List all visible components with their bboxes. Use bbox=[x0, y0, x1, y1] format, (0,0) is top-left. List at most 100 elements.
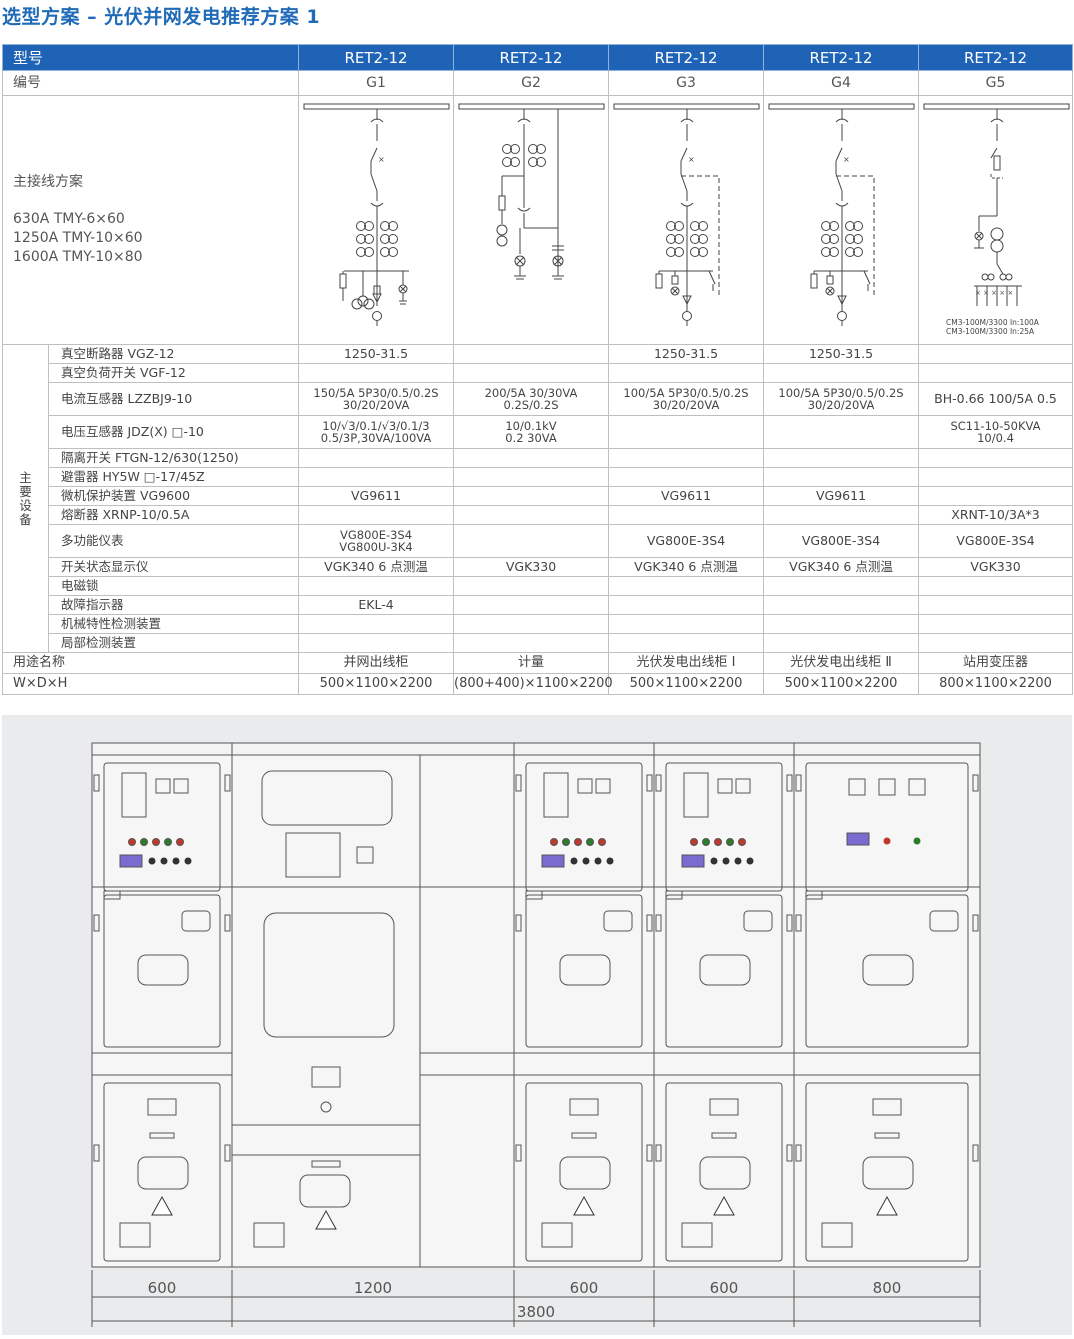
equipment-value bbox=[918, 614, 1074, 634]
instrument-door bbox=[805, 762, 969, 892]
equipment-value bbox=[453, 467, 610, 487]
hinge bbox=[515, 1144, 522, 1162]
equipment-name: 故障指示器 bbox=[47, 595, 300, 615]
equipment-row: 电磁锁 bbox=[3, 576, 1074, 596]
lock-panel bbox=[821, 1222, 853, 1248]
equipment-name: 机械特性检测装置 bbox=[47, 614, 300, 634]
instrument-door bbox=[525, 762, 643, 892]
breaker-door bbox=[665, 894, 783, 1048]
equipment-value bbox=[298, 363, 455, 383]
number-cell: G2 bbox=[453, 70, 610, 96]
size-row-cell: 800×1100×2200 bbox=[918, 673, 1074, 695]
lock-panel bbox=[253, 1222, 285, 1248]
nameplate bbox=[805, 890, 823, 900]
number-cell: G3 bbox=[608, 70, 765, 96]
hinge bbox=[972, 1144, 979, 1162]
equipment-value bbox=[918, 633, 1074, 653]
indicator-lamp bbox=[913, 837, 921, 845]
equipment-value bbox=[763, 467, 920, 487]
equipment-row: 机械特性检测装置 bbox=[3, 614, 1074, 634]
model-row: 型号 RET2-12 RET2-12 RET2-12 RET2-12 RET2-… bbox=[1, 44, 1074, 71]
equipment-value: 100/5A 5P30/0.5/0.2S 30/20/20VA bbox=[608, 382, 765, 416]
main-equipment-label-text: 主要设备 bbox=[19, 469, 32, 527]
hinge bbox=[93, 1144, 100, 1162]
equipment-value: 200/5A 30/30VA 0.2S/0.2S bbox=[453, 382, 610, 416]
equipment-value: VG800E-3S4 bbox=[918, 524, 1074, 558]
equipment-name: 开关状态显示仪 bbox=[47, 557, 300, 577]
number-label: 编号 bbox=[1, 70, 300, 96]
equipment-value bbox=[763, 415, 920, 449]
warning-triangle-icon bbox=[573, 1195, 595, 1216]
cabinet-body bbox=[91, 754, 981, 1268]
hinge bbox=[93, 774, 100, 792]
hinge bbox=[786, 774, 793, 792]
diagram-row: 主接线方案 630A TMY-6×60 1250A TMY-10×60 1600… bbox=[1, 95, 1074, 345]
page-title: 选型方案 – 光伏并网发电推荐方案 1 bbox=[2, 6, 321, 28]
equipment-value: VG9611 bbox=[608, 486, 765, 506]
control-switch bbox=[594, 857, 602, 865]
hinge bbox=[93, 914, 100, 932]
warning-label bbox=[711, 1132, 737, 1139]
equipment-name: 真空断路器 VGZ-12 bbox=[47, 344, 300, 364]
equipment-name: 电压互感器 JDZ(X) □-10 bbox=[47, 415, 300, 449]
equipment-value bbox=[298, 467, 455, 487]
equipment-name: 微机保护装置 VG9600 bbox=[47, 486, 300, 506]
hinge bbox=[786, 1144, 793, 1162]
indicator-lamp bbox=[690, 838, 698, 846]
use-row-label: 用途名称 bbox=[1, 652, 300, 674]
hinge bbox=[224, 914, 231, 932]
hinge bbox=[795, 774, 802, 792]
equipment-name: 隔离开关 FTGN-12/630(1250) bbox=[47, 448, 300, 468]
busbar-spec: 630A TMY-6×60 bbox=[13, 211, 125, 227]
equipment-value bbox=[453, 633, 610, 653]
viewing-window bbox=[299, 1174, 351, 1208]
protection-relay bbox=[543, 772, 569, 818]
equipment-name: 多功能仪表 bbox=[47, 524, 300, 558]
size-row-cell: 500×1100×2200 bbox=[298, 673, 455, 695]
total-width-label: 3800 bbox=[517, 1303, 555, 1321]
equipment-value bbox=[453, 576, 610, 596]
meter-panel bbox=[285, 832, 341, 878]
equipment-value bbox=[918, 576, 1074, 596]
use-row-cell: 站用变压器 bbox=[918, 652, 1074, 674]
equipment-value bbox=[298, 448, 455, 468]
number-cell: G1 bbox=[298, 70, 455, 96]
equipment-value: VG9611 bbox=[298, 486, 455, 506]
equipment-row: 隔离开关 FTGN-12/630(1250) bbox=[3, 448, 1074, 468]
model-cell: RET2-12 bbox=[298, 44, 455, 71]
equipment-value bbox=[608, 415, 765, 449]
meter-window bbox=[717, 778, 733, 794]
protection-relay bbox=[683, 772, 709, 818]
equipment-value bbox=[608, 595, 765, 615]
status-display bbox=[119, 854, 143, 868]
use-row-cell: 光伏发电出线柜 Ⅰ bbox=[608, 652, 765, 674]
hinge bbox=[786, 914, 793, 932]
equipment-value bbox=[763, 633, 920, 653]
rating-plate bbox=[872, 1098, 902, 1116]
equipment-value bbox=[298, 614, 455, 634]
status-display bbox=[541, 854, 565, 868]
equipment-name: 真空负荷开关 VGF-12 bbox=[47, 363, 300, 383]
equipment-value: VGK330 bbox=[453, 557, 610, 577]
indicator-lamp bbox=[714, 838, 722, 846]
equipment-value bbox=[453, 363, 610, 383]
equipment-value: XRNT-10/3A*3 bbox=[918, 505, 1074, 525]
control-switch bbox=[710, 857, 718, 865]
equipment-value bbox=[298, 505, 455, 525]
equipment-value bbox=[608, 467, 765, 487]
size-row-label: W×D×H bbox=[1, 673, 300, 695]
equipment-value: SC11-10-50KVA 10/0.4 bbox=[918, 415, 1074, 449]
indicator-lamp bbox=[128, 838, 136, 846]
equipment-value: VGK340 6 点测温 bbox=[298, 557, 455, 577]
wiring-diagram-g1: × bbox=[298, 95, 455, 345]
hinge bbox=[972, 914, 979, 932]
busbar-spec: 1600A TMY-10×80 bbox=[13, 249, 143, 265]
warning-label bbox=[874, 1132, 900, 1139]
model-cell: RET2-12 bbox=[918, 44, 1074, 71]
equipment-value bbox=[918, 344, 1074, 364]
